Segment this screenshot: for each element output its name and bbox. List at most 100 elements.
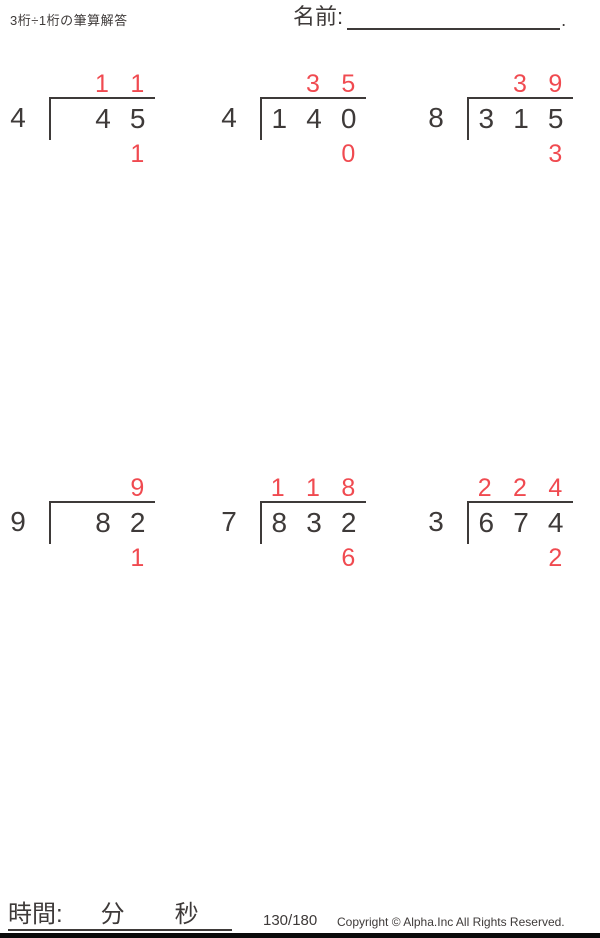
- quotient-digit: 8: [341, 474, 356, 502]
- dividend-digit: 4: [306, 103, 322, 134]
- remainder-row: 1: [49, 544, 155, 572]
- division-problem-5: 7 1 1 8 8 3 2 6: [211, 474, 366, 572]
- division-bracket-grid: 1 1 4 5 1: [49, 70, 155, 168]
- dividend-digit: 2: [340, 507, 357, 538]
- dividend-row: 8 2: [49, 501, 155, 544]
- time-label: 時間:: [8, 901, 63, 928]
- remainder-digit: [84, 140, 119, 167]
- remainder-row: 3: [467, 140, 573, 168]
- quotient-digit: 9: [548, 70, 563, 98]
- division-problem-6: 3 2 2 4 6 7 4 2: [418, 474, 573, 572]
- name-field: 名前: .: [293, 4, 566, 30]
- remainder-digit: 2: [548, 544, 563, 572]
- dividend-row: 1 4 0: [260, 97, 366, 140]
- division-bracket-grid: 3 5 1 4 0 0: [260, 70, 366, 168]
- remainder-digit: 0: [341, 140, 356, 168]
- quotient-digit: [49, 474, 84, 501]
- dividend-digit: 4: [547, 507, 564, 538]
- dividend-digit: 5: [547, 103, 564, 134]
- quotient-digit: [84, 474, 119, 501]
- dividend-digit: 7: [513, 507, 529, 538]
- quotient-digit: 3: [513, 70, 527, 98]
- remainder-digit: [502, 140, 537, 167]
- quotient-digit: 3: [306, 70, 320, 98]
- remainder-digit: [260, 140, 295, 167]
- remainder-digit: [502, 544, 537, 571]
- dividend-digit: 1: [271, 103, 288, 134]
- divisor: 3: [428, 506, 444, 537]
- dividend-digit: [51, 99, 86, 140]
- quotient-digit: 4: [548, 474, 563, 502]
- quotient-row: 1 1 8: [260, 474, 366, 502]
- remainder-digit: [295, 544, 330, 571]
- quotient-digit: 1: [270, 474, 285, 502]
- name-line-period: .: [561, 10, 567, 30]
- quotient-row: 9: [49, 474, 155, 502]
- remainder-digit: 1: [130, 544, 145, 572]
- remainder-digit: [467, 544, 502, 571]
- dividend-row: 4 5: [49, 97, 155, 140]
- quotient-digit: [467, 70, 502, 97]
- quotient-row: 3 5: [260, 70, 366, 98]
- remainder-digit: [295, 140, 330, 167]
- copyright-text: Copyright © Alpha.Inc All Rights Reserve…: [337, 915, 565, 929]
- dividend-digit: 8: [95, 507, 111, 538]
- dividend-digit: 3: [306, 507, 322, 538]
- dividend-digit: 8: [271, 507, 288, 538]
- remainder-digit: [84, 544, 119, 571]
- dividend-digit: 0: [340, 103, 357, 134]
- division-problem-3: 8 3 9 3 1 5 3: [418, 70, 573, 168]
- quotient-row: 3 9: [467, 70, 573, 98]
- quotient-row: 2 2 4: [467, 474, 573, 502]
- name-label: 名前:: [293, 4, 344, 29]
- quotient-digit: 2: [513, 474, 527, 502]
- remainder-digit: 3: [548, 140, 563, 168]
- divisor: 4: [221, 102, 237, 133]
- division-bracket-grid: 3 9 3 1 5 3: [467, 70, 573, 168]
- divisor: 7: [221, 506, 237, 537]
- quotient-row: 1 1: [49, 70, 155, 98]
- quotient-digit: 1: [130, 70, 145, 98]
- bottom-edge-bar: [0, 933, 600, 938]
- quotient-digit: [260, 70, 295, 97]
- dividend-digit: 5: [129, 103, 146, 134]
- dividend-digit: [51, 503, 86, 544]
- name-blank-line: [347, 5, 561, 30]
- remainder-row: 1: [49, 140, 155, 168]
- seconds-label: 秒: [174, 901, 199, 928]
- division-bracket-grid: 2 2 4 6 7 4 2: [467, 474, 573, 572]
- division-problem-2: 4 3 5 1 4 0 0: [211, 70, 366, 168]
- division-bracket-grid: 1 1 8 8 3 2 6: [260, 474, 366, 572]
- quotient-digit: 2: [477, 474, 492, 502]
- dividend-digit: 6: [478, 507, 495, 538]
- remainder-digit: [49, 544, 84, 571]
- dividend-row: 3 1 5: [467, 97, 573, 140]
- quotient-digit: 5: [341, 70, 356, 98]
- divisor: 4: [10, 102, 26, 133]
- dividend-digit: 2: [129, 507, 146, 538]
- remainder-digit: 1: [130, 140, 145, 168]
- remainder-row: 0: [260, 140, 366, 168]
- quotient-digit: 1: [306, 474, 320, 502]
- worksheet-title: 3桁÷1桁の筆算解答: [10, 13, 128, 28]
- divisor: 8: [428, 102, 444, 133]
- divisor: 9: [10, 506, 26, 537]
- minutes-label: 分: [100, 901, 125, 928]
- quotient-digit: 1: [95, 70, 109, 98]
- remainder-row: 2: [467, 544, 573, 572]
- division-problem-1: 4 1 1 4 5 1: [0, 70, 155, 168]
- remainder-digit: 6: [341, 544, 356, 572]
- dividend-row: 8 3 2: [260, 501, 366, 544]
- division-bracket-grid: 9 8 2 1: [49, 474, 155, 572]
- remainder-digit: [467, 140, 502, 167]
- remainder-digit: [49, 140, 84, 167]
- dividend-row: 6 7 4: [467, 501, 573, 544]
- dividend-digit: 4: [95, 103, 111, 134]
- remainder-digit: [260, 544, 295, 571]
- quotient-digit: [49, 70, 84, 97]
- page-indicator: 130/180: [263, 912, 318, 929]
- quotient-digit: 9: [130, 474, 145, 502]
- dividend-digit: 3: [478, 103, 495, 134]
- time-field: 時間: 分 秒: [8, 899, 232, 931]
